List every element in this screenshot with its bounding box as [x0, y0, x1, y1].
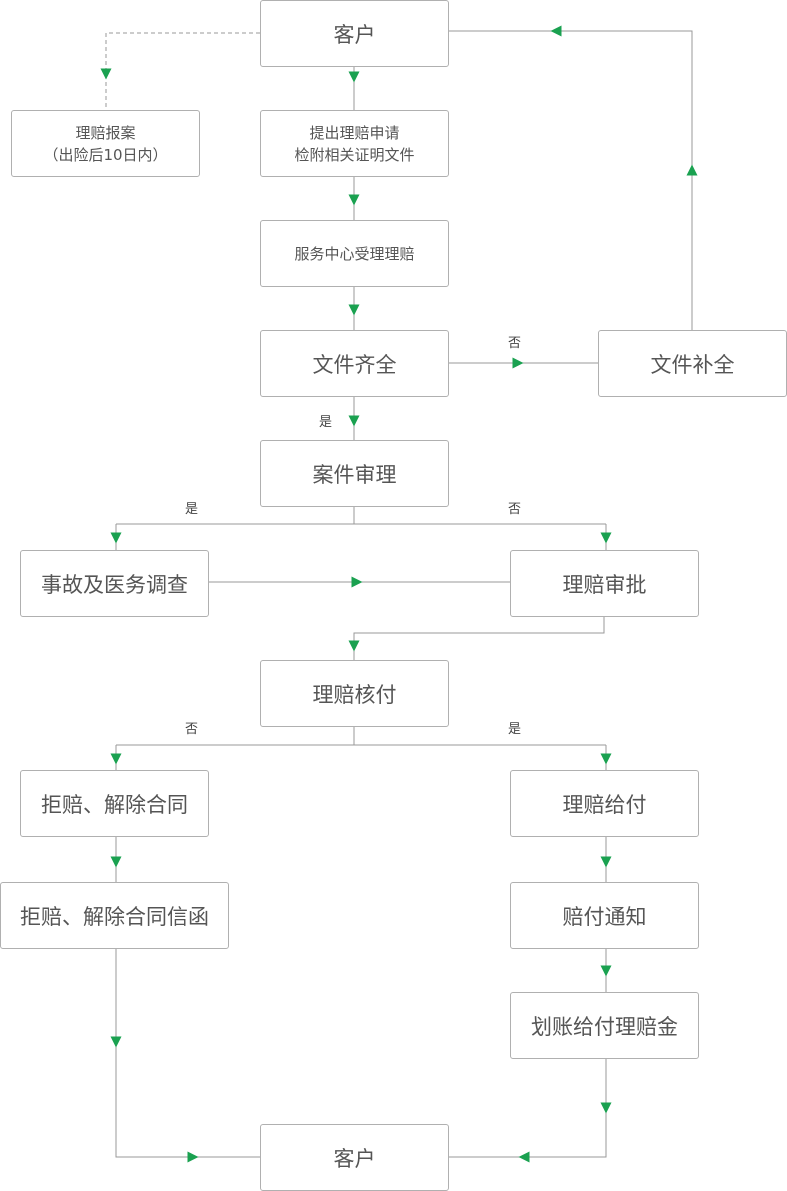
node-customer-bottom-label: 客户 — [333, 1146, 376, 1171]
arrow-investigation-to-approval — [351, 576, 363, 588]
node-transfer: 划账给付理赔金 — [510, 992, 699, 1059]
node-docs-supplement-label: 文件补全 — [650, 352, 735, 377]
label-verify-yes: 是 — [508, 722, 522, 737]
node-report-line1: 理赔报案 — [75, 123, 136, 142]
arrow-letter-down — [110, 1036, 122, 1048]
edge-letter-customer — [115, 949, 260, 1158]
arrow-docs — [348, 304, 360, 316]
node-investigation-label: 事故及医务调查 — [41, 572, 188, 597]
node-docs-supplement: 文件补全 — [598, 330, 787, 397]
node-claim-verify: 理赔核付 — [260, 660, 449, 727]
node-docs-complete-label: 文件齐全 — [312, 352, 397, 377]
arrow-reject-letter — [110, 856, 122, 868]
node-claim-approval-label: 理赔审批 — [562, 572, 647, 597]
label-verify-no: 否 — [185, 722, 199, 737]
label-docs-yes: 是 — [319, 415, 333, 430]
node-submit: 提出理赔申请检附相关证明文件 — [260, 110, 449, 177]
arrow-letter-to-customer — [187, 1151, 199, 1163]
edge-approval-verify — [353, 617, 605, 660]
node-reject-label: 拒赔、解除合同 — [41, 792, 188, 817]
arrow-verify — [348, 640, 360, 652]
node-submit-line1: 提出理赔申请 — [309, 123, 400, 142]
node-transfer-label: 划账给付理赔金 — [531, 1014, 678, 1039]
node-pay-label: 理赔给付 — [562, 792, 647, 817]
node-service-center: 服务中心受理理赔 — [260, 220, 449, 287]
node-customer-top-label: 客户 — [333, 22, 376, 47]
edge-report-dashed — [105, 32, 260, 110]
edge-verify-branch — [115, 727, 607, 770]
node-claim-approval: 理赔审批 — [510, 550, 699, 617]
node-customer-bottom: 客户 — [260, 1124, 449, 1191]
arrow-review — [348, 415, 360, 427]
node-submit-line2: 检附相关证明文件 — [294, 145, 415, 164]
node-pay-notice-label: 赔付通知 — [562, 904, 647, 929]
arrow-pay — [600, 753, 612, 765]
node-reject: 拒赔、解除合同 — [20, 770, 209, 837]
node-investigation: 事故及医务调查 — [20, 550, 209, 617]
node-service-center-label: 服务中心受理理赔 — [294, 245, 415, 263]
label-review-no: 否 — [508, 502, 522, 517]
arrow-approval — [600, 532, 612, 544]
edge-supplement-customer — [449, 30, 693, 330]
node-customer-top: 客户 — [260, 0, 449, 67]
node-report: 理赔报案 （出险后10日内） — [11, 110, 200, 177]
arrow-to-supplement — [512, 357, 524, 369]
arrow-supplement-up — [686, 164, 698, 176]
arrow-submit — [348, 71, 360, 83]
arrow-report — [100, 68, 112, 80]
arrow-pay-notice — [600, 856, 612, 868]
arrow-to-customer — [550, 25, 562, 37]
label-docs-no: 否 — [508, 336, 522, 351]
node-reject-letter: 拒赔、解除合同信函 — [0, 882, 229, 949]
node-reject-letter-label: 拒赔、解除合同信函 — [20, 904, 209, 929]
arrow-transfer-down — [600, 1102, 612, 1114]
node-case-review-label: 案件审理 — [312, 462, 397, 487]
node-pay-notice: 赔付通知 — [510, 882, 699, 949]
node-docs-complete: 文件齐全 — [260, 330, 449, 397]
arrow-investigation — [110, 532, 122, 544]
arrow-transfer-to-customer — [518, 1151, 530, 1163]
arrow-reject — [110, 753, 122, 765]
arrow-transfer — [600, 965, 612, 977]
node-report-line2: （出险后10日内） — [43, 145, 168, 164]
arrow-service — [348, 194, 360, 206]
edge-transfer-customer — [449, 1059, 607, 1158]
node-claim-verify-label: 理赔核付 — [312, 682, 397, 707]
edge-review-branch — [115, 507, 607, 550]
node-pay: 理赔给付 — [510, 770, 699, 837]
node-case-review: 案件审理 — [260, 440, 449, 507]
label-review-yes: 是 — [185, 502, 199, 517]
